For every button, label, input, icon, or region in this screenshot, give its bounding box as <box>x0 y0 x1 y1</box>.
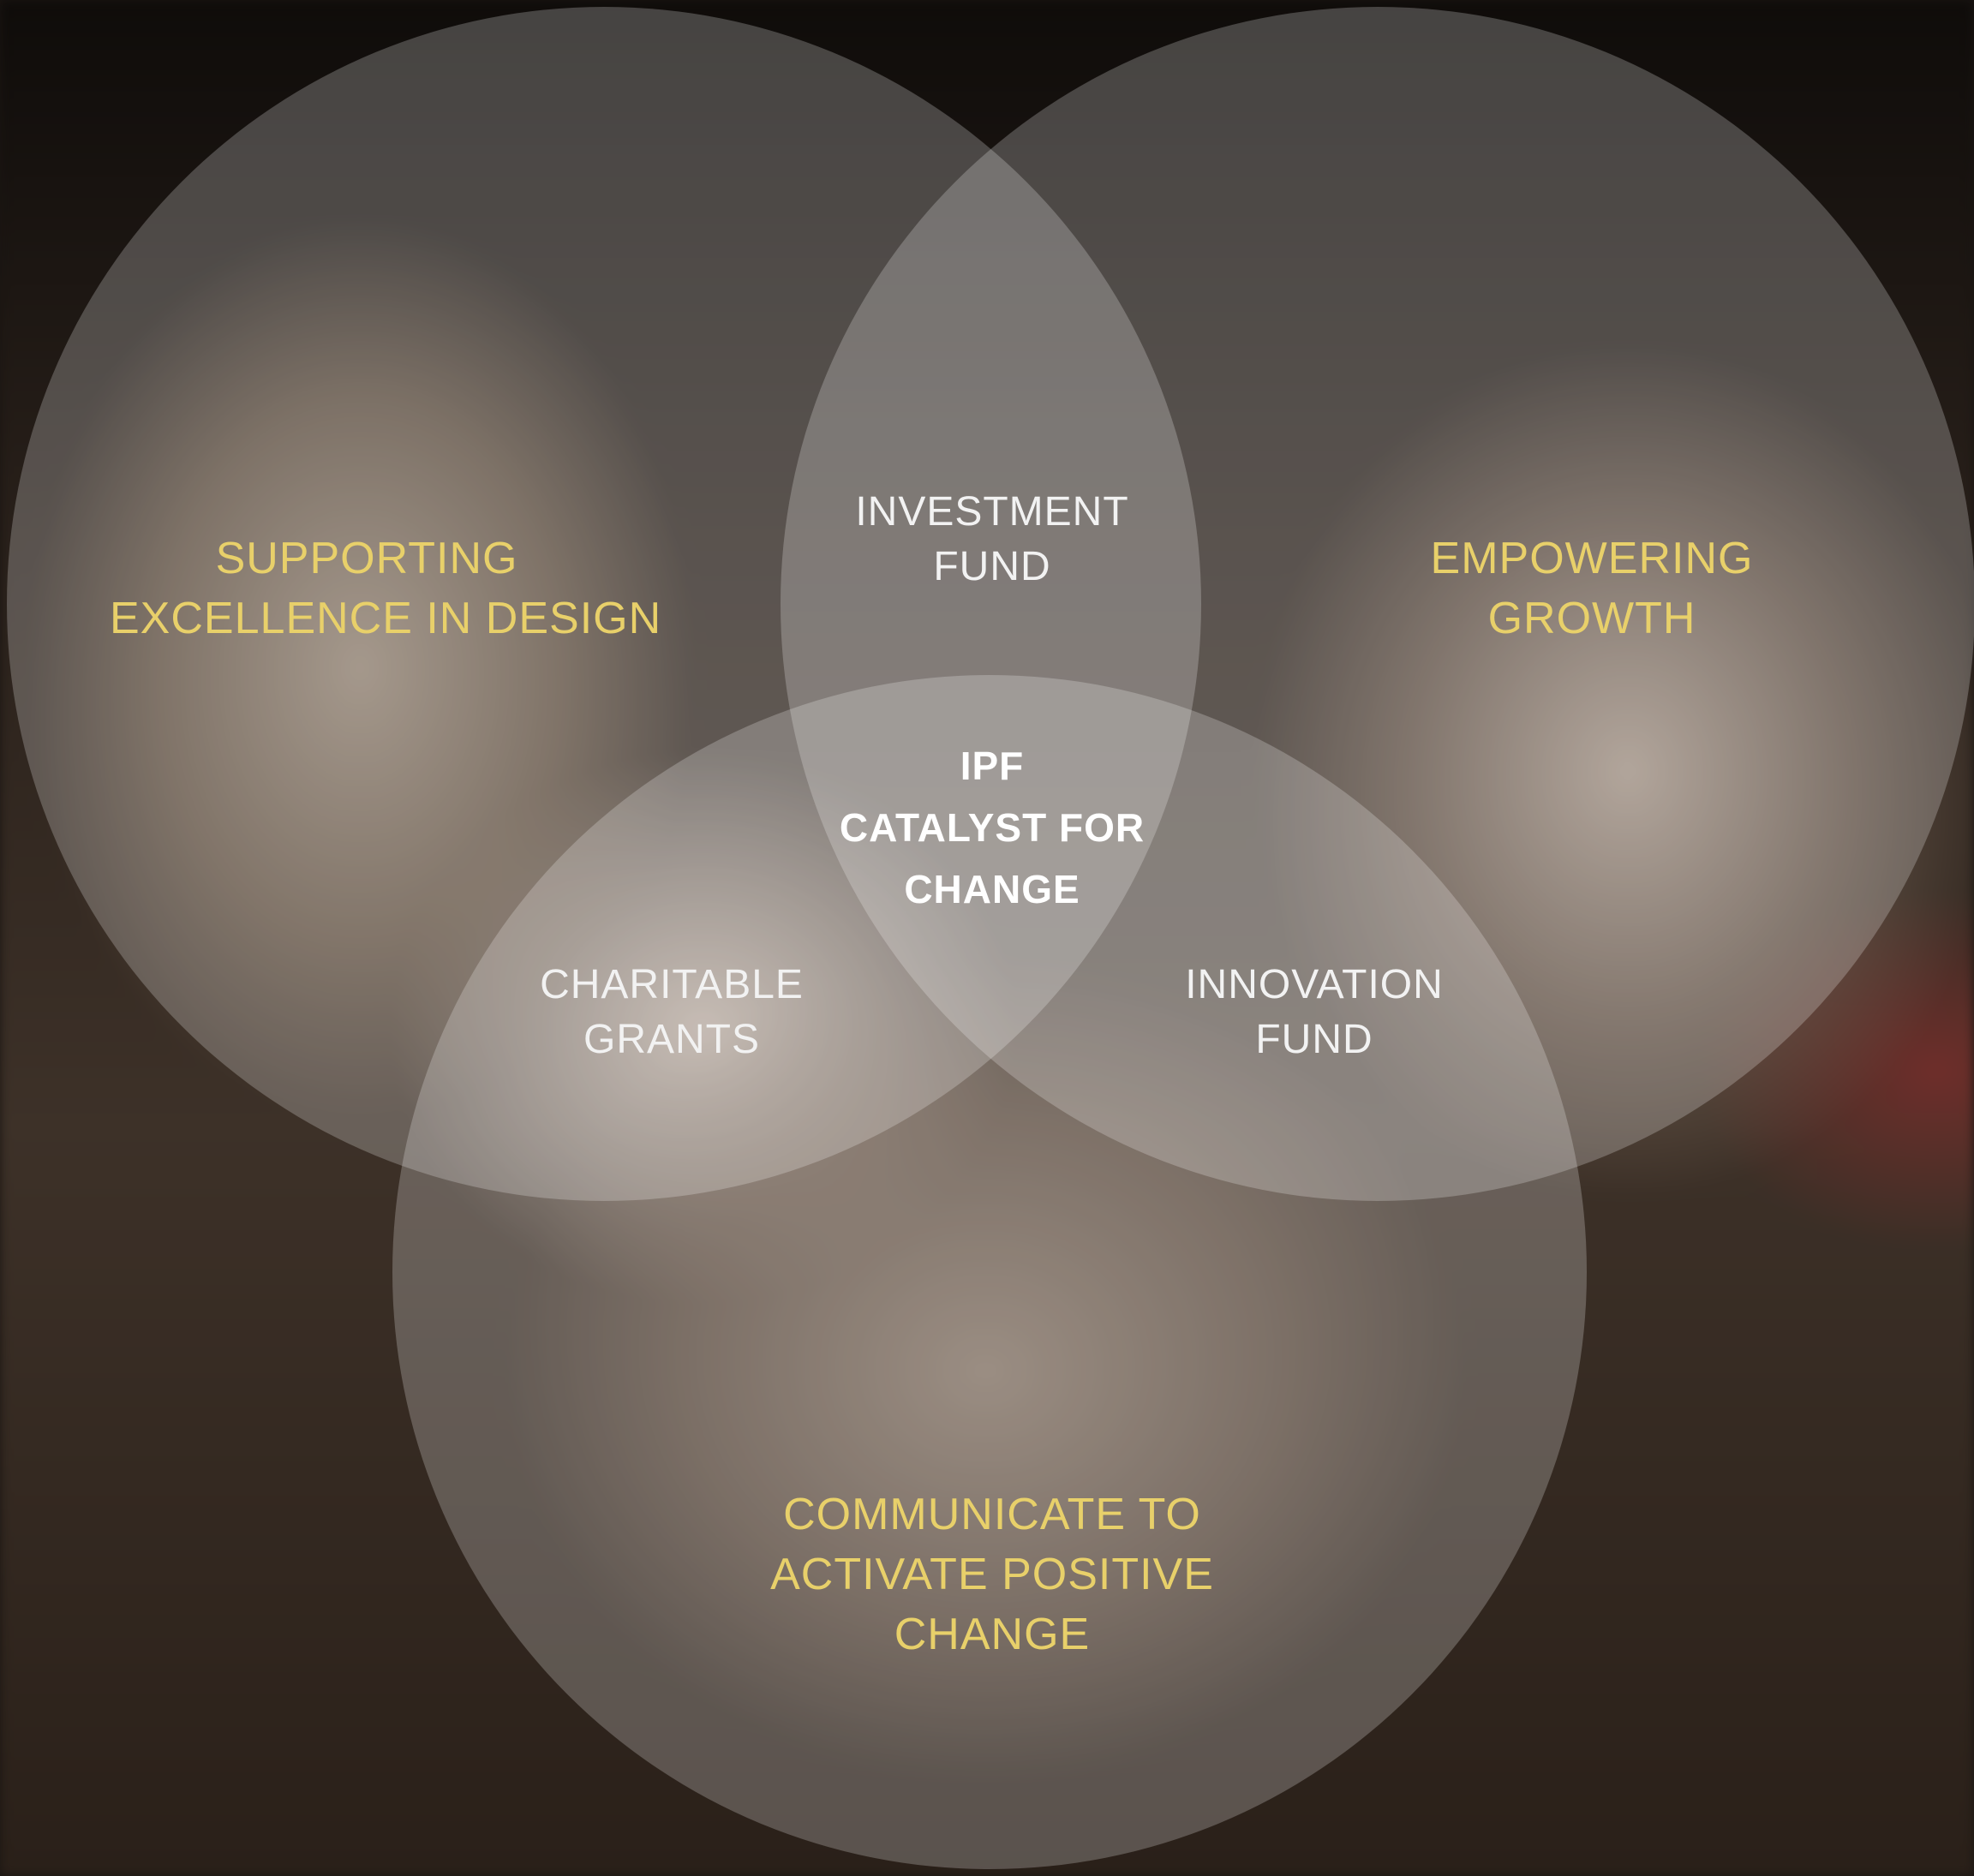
circle-communicate <box>392 675 1587 1869</box>
label-line: SUPPORTING <box>215 534 518 583</box>
label-line: CHANGE <box>894 1610 1091 1659</box>
label-line: IPF <box>960 744 1025 788</box>
label-line: INNOVATION <box>1185 962 1444 1007</box>
label-line: ACTIVATE POSITIVE <box>770 1550 1214 1599</box>
label-supporting-excellence: SUPPORTING EXCELLENCE IN DESIGN <box>110 529 662 648</box>
label-innovation-fund: INNOVATION FUND <box>1143 958 1486 1067</box>
label-line: INVESTMENT <box>855 489 1129 535</box>
label-line: GRANTS <box>583 1017 760 1062</box>
label-line: CHANGE <box>904 867 1080 911</box>
label-line: FUND <box>933 544 1051 589</box>
label-line: CHARITABLE <box>540 962 804 1007</box>
label-line: FUND <box>1255 1017 1373 1062</box>
label-line: CATALYST FOR <box>839 805 1146 850</box>
label-line: COMMUNICATE TO <box>783 1490 1201 1539</box>
label-line: GROWTH <box>1487 594 1696 643</box>
label-line: EMPOWERING <box>1430 534 1754 583</box>
label-empowering-growth: EMPOWERING GROWTH <box>1378 529 1806 648</box>
label-line: EXCELLENCE IN DESIGN <box>110 594 662 643</box>
label-communicate: COMMUNICATE TO ACTIVATE POSITIVE CHANGE <box>735 1485 1249 1664</box>
label-ipf-catalyst: IPF CATALYST FOR CHANGE <box>821 735 1163 920</box>
label-charitable-grants: CHARITABLE GRANTS <box>500 958 843 1067</box>
label-investment-fund: INVESTMENT FUND <box>821 485 1163 594</box>
